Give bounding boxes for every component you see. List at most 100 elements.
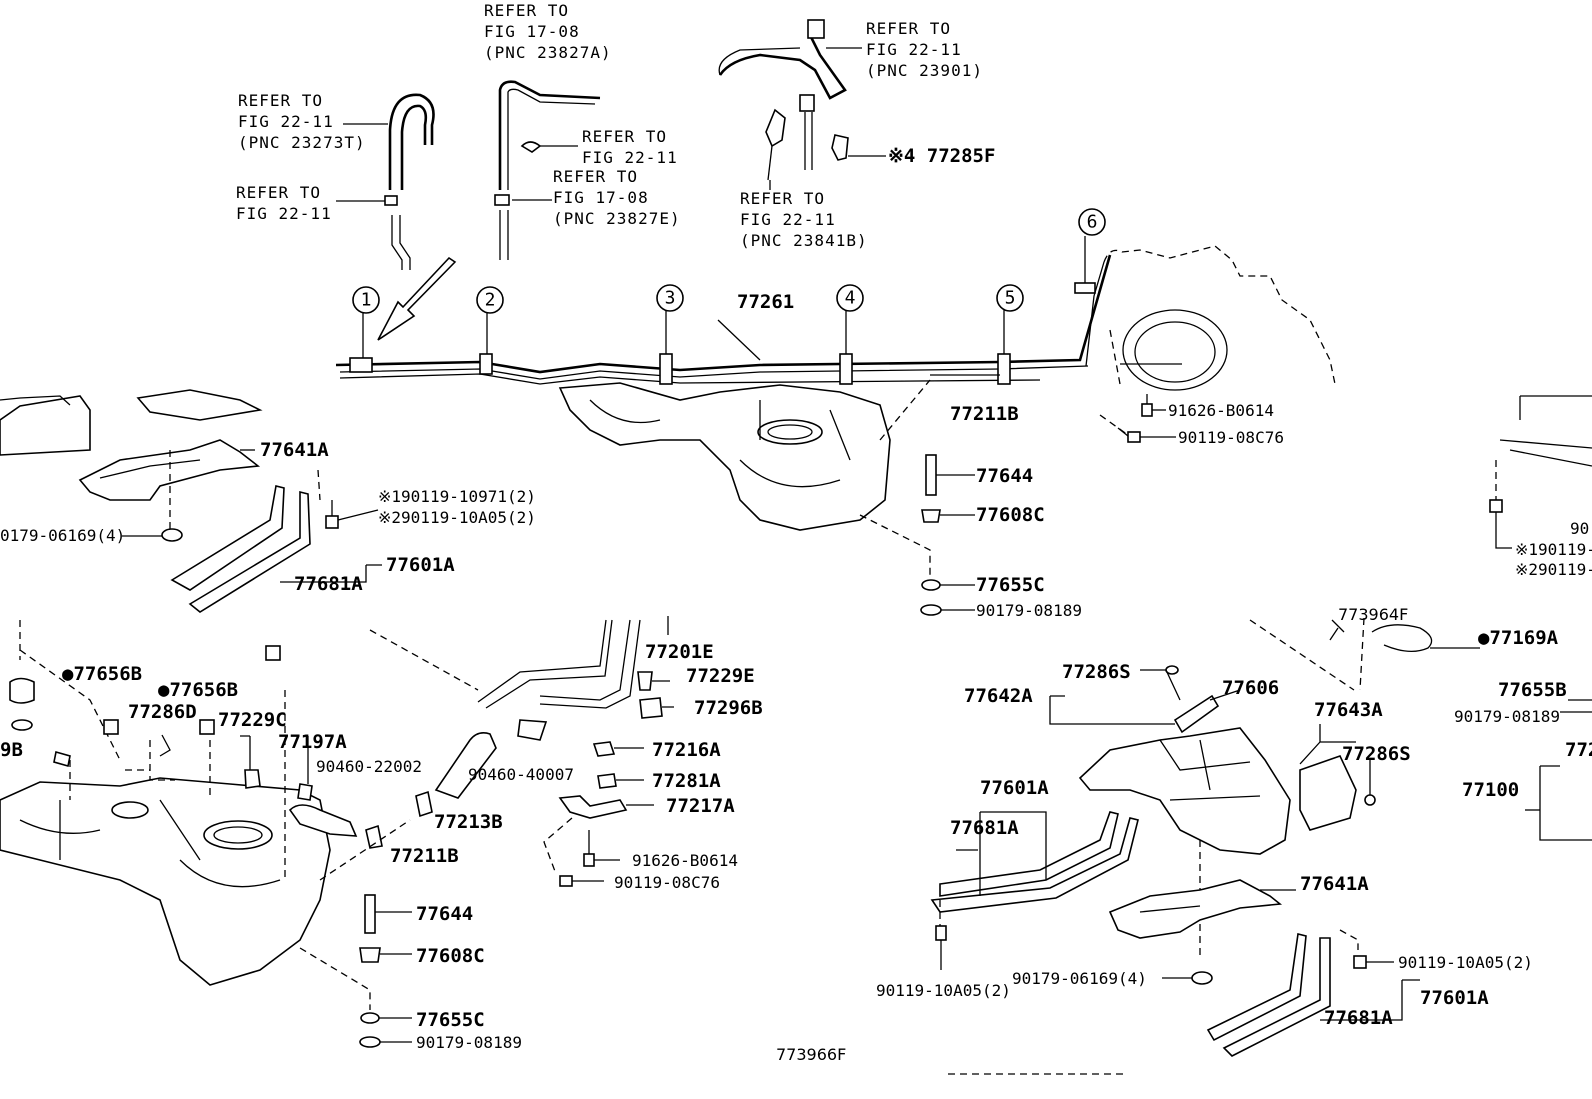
- label-77216a: 77216A: [652, 739, 721, 761]
- clip-77296b: [639, 697, 663, 719]
- label-90179-08189-bottom: 90179-08189: [416, 1033, 522, 1052]
- label-90119-08c76-top: 90119-08C76: [1178, 428, 1284, 447]
- label-77601a-left: 77601A: [386, 554, 455, 576]
- label-77211b-top: 77211B: [950, 403, 1019, 425]
- grommet-left: [9, 677, 35, 704]
- svg-text:6: 6: [1087, 212, 1098, 233]
- clamp-6: [1074, 282, 1096, 294]
- heat-shield-left: [78, 439, 261, 501]
- circle-number-3: 3: [656, 284, 684, 312]
- svg-text:2: 2: [485, 290, 496, 311]
- label-90119-08c76-bottom: 90119-08C76: [614, 873, 720, 892]
- label-77285f: ※4 77285F: [888, 145, 995, 167]
- bolt-left-band: [325, 500, 339, 529]
- label-77286s-b: 77286S: [1342, 743, 1411, 765]
- label-77643a: 77643A: [1314, 699, 1383, 721]
- label-77197a: 77197A: [278, 731, 347, 753]
- label-90179-06169-left: 0179-06169(4): [0, 526, 125, 545]
- wheel-housing: [1122, 309, 1228, 391]
- label-77601a-mid: 77601A: [980, 777, 1049, 799]
- clamp-2: [479, 353, 493, 375]
- clip-77216a: [592, 741, 616, 757]
- label-ref1-90119-left: ※190119-10971(2): [378, 487, 536, 506]
- label-77608c-bottom: 77608C: [416, 945, 485, 967]
- label-91626-bottom: 91626-B0614: [632, 851, 738, 870]
- label-77169a: ●77169A: [1478, 627, 1559, 649]
- label-ref1-90119-right: ※190119-10971(2): [1515, 540, 1592, 559]
- tank-band-right: [1206, 933, 1331, 1057]
- circle-number-6: 6: [1078, 208, 1106, 236]
- label-77211b-bottom: 77211B: [390, 845, 459, 867]
- label-77608c-top: 77608C: [976, 504, 1045, 526]
- fuel-line-assembly: [335, 236, 1112, 385]
- clip-77229e: [637, 671, 653, 691]
- label-7728: 7728: [1565, 739, 1592, 761]
- label-77656b-b: ●77656B: [158, 679, 238, 701]
- bolt-91626-top: [1141, 394, 1153, 417]
- label-77217a: 77217A: [666, 795, 735, 817]
- clip-77281a: [597, 773, 617, 789]
- label-77606: 77606: [1222, 677, 1279, 699]
- label-77641a-right: 77641A: [1300, 873, 1369, 895]
- tank-band-mid: [930, 811, 1139, 913]
- drain-plug-top-stack: [859, 454, 942, 616]
- label-77644-top: 77644: [976, 465, 1033, 487]
- label-77655c-bottom: 77655C: [416, 1009, 485, 1031]
- fuel-tank-top: [558, 382, 891, 531]
- label-90-right: 90: [1570, 519, 1589, 538]
- ring-77169a: [1371, 624, 1433, 652]
- label-77681a-right: 77681A: [1324, 1007, 1393, 1029]
- label-77655c-top: 77655C: [976, 574, 1045, 596]
- circle-number-1: 1: [352, 286, 380, 314]
- hose-top-left: [384, 93, 435, 270]
- circle-number-5: 5: [996, 284, 1024, 312]
- tank-edge-left: [0, 395, 91, 456]
- clamp-5: [997, 353, 1011, 385]
- label-90119-10a05-right: 90119-10A05(2): [1398, 953, 1533, 972]
- label-90460-40007: 90460-40007: [468, 765, 574, 784]
- grommet-77656b-b: [199, 719, 215, 735]
- svg-text:3: 3: [665, 288, 676, 309]
- label-90119-10a05-left: 90119-10A05(2): [876, 981, 1011, 1000]
- tank-band-left: [170, 485, 311, 613]
- heat-shield-right-assembly: [1078, 665, 1376, 855]
- bracket-77606: [1173, 694, 1220, 734]
- figure-code-773964f: 773964F: [1338, 605, 1408, 624]
- direction-arrow: [377, 256, 457, 341]
- label-77641a-left: 77641A: [260, 439, 329, 461]
- label-77213b: 77213B: [434, 811, 503, 833]
- label-90460-22002: 90460-22002: [316, 757, 422, 776]
- label-77601a-right: 77601A: [1420, 987, 1489, 1009]
- label-77681a-mid: 77681A: [950, 817, 1019, 839]
- label-77681a-left: 77681A: [294, 573, 363, 595]
- label-ref2-90119-left: ※290119-10A05(2): [378, 508, 536, 527]
- bracket-77643a: [1299, 755, 1357, 831]
- label-77642a: 77642A: [964, 685, 1033, 707]
- label-77229e: 77229E: [686, 665, 755, 687]
- label-9b: 9B: [0, 739, 23, 761]
- drain-plug-bottom-stack: [299, 819, 411, 1048]
- label-77229c: 77229C: [218, 709, 287, 731]
- label-77286s-a: 77286S: [1062, 661, 1131, 683]
- clamp-4: [839, 353, 853, 385]
- fuel-tank-bottom: [0, 620, 331, 986]
- hose-77213b: [288, 719, 548, 849]
- heat-shield-77641a-right: [1108, 879, 1283, 939]
- circle-number-2: 2: [476, 286, 504, 314]
- svg-text:5: 5: [1005, 288, 1016, 309]
- circle-number-4: 4: [836, 284, 864, 312]
- label-90179-06169-right: 90179-06169(4): [1012, 969, 1147, 988]
